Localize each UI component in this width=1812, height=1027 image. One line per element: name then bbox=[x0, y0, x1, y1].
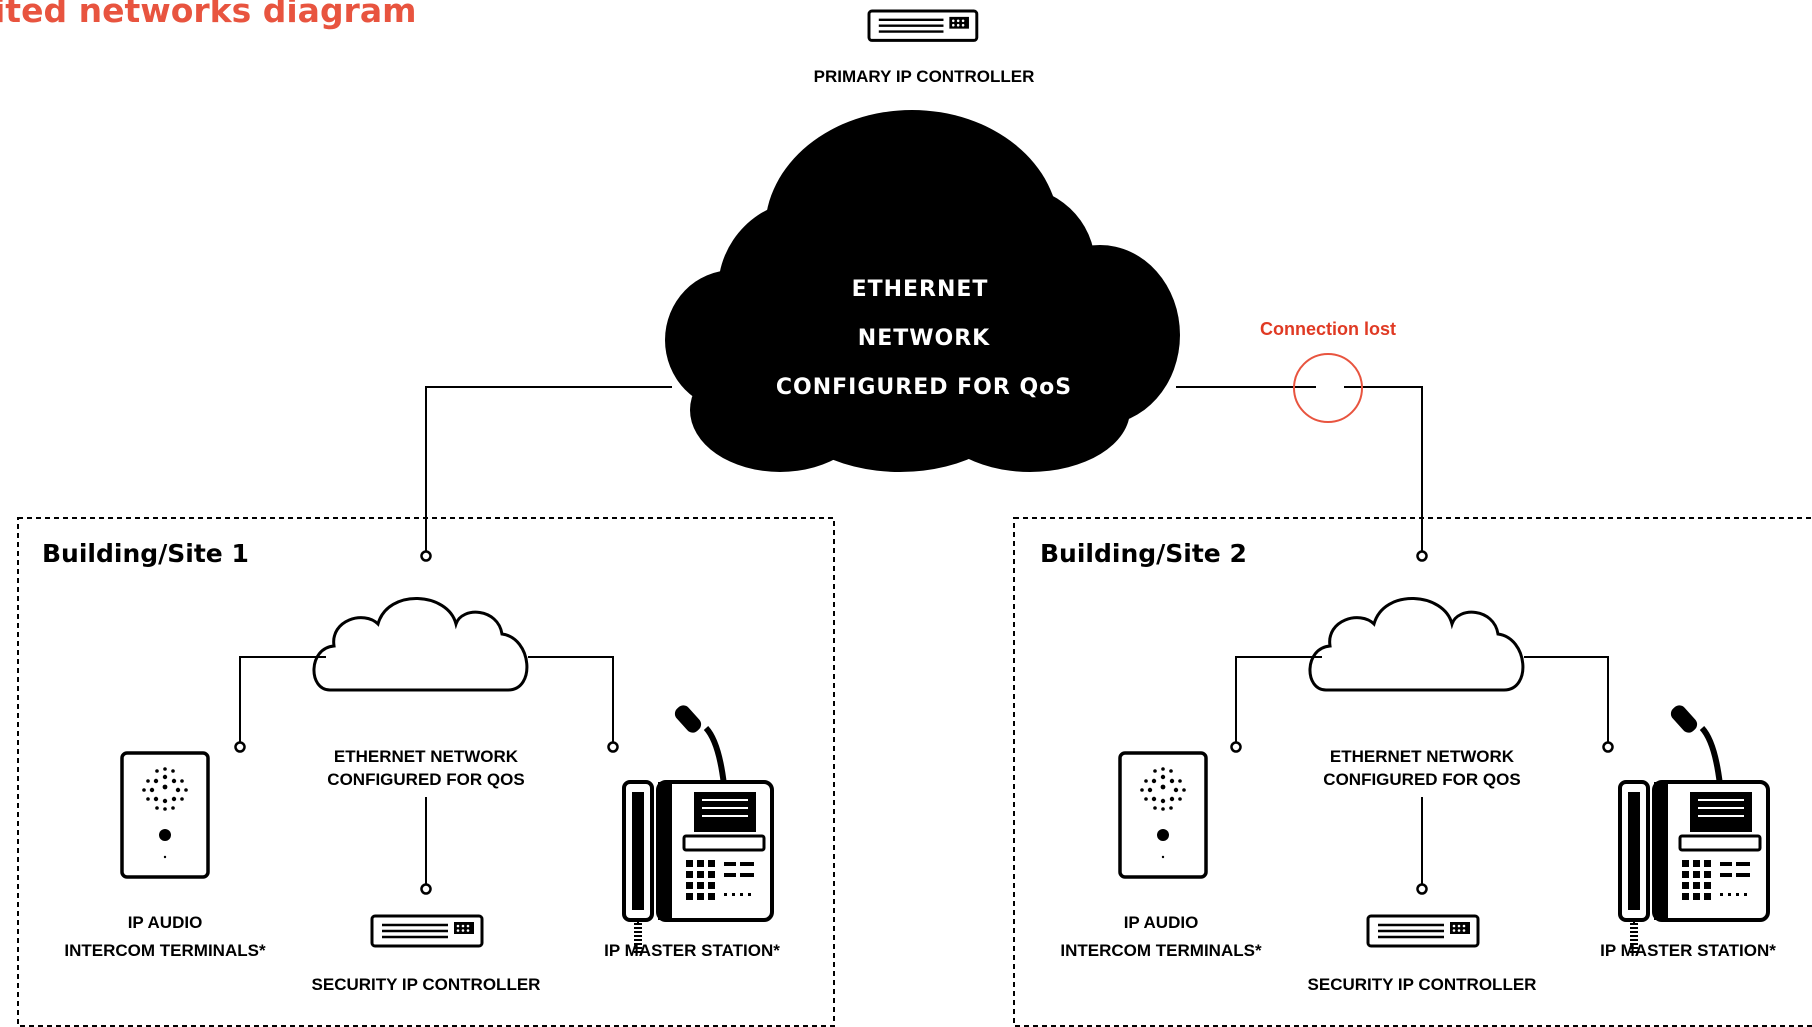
site2-terminal-node bbox=[1230, 741, 1242, 753]
connection-lost-label: Connection lost bbox=[1260, 319, 1396, 339]
site2-master-node bbox=[1602, 741, 1614, 753]
site2-title: Building/Site 2 bbox=[1040, 539, 1247, 568]
site1-intercom-terminal-icon bbox=[120, 751, 210, 879]
site1-security-node bbox=[420, 883, 432, 895]
site1-network-line1: ETHERNET NETWORK bbox=[334, 747, 519, 766]
site2-network-cloud bbox=[1308, 596, 1525, 692]
site2-uplink-node bbox=[1416, 550, 1428, 562]
site2-security-label: SECURITY IP CONTROLLER bbox=[1308, 975, 1537, 994]
site2-security-node bbox=[1416, 883, 1428, 895]
site1-network-cloud bbox=[312, 596, 529, 692]
primary-controller-label: PRIMARY IP CONTROLLER bbox=[814, 67, 1035, 86]
link-core-site2-b bbox=[1344, 386, 1423, 552]
site2-network-line1: ETHERNET NETWORK bbox=[1330, 747, 1515, 766]
site2-network-line2: CONFIGURED FOR QOS bbox=[1323, 770, 1520, 789]
site2-master-label: IP MASTER STATION* bbox=[1600, 941, 1776, 960]
site1-network-line2: CONFIGURED FOR QOS bbox=[327, 770, 524, 789]
site2-audio-line1: IP AUDIO bbox=[1124, 913, 1199, 932]
site1-security-controller-icon bbox=[370, 914, 484, 948]
core-network-line2: NETWORK bbox=[858, 326, 990, 351]
core-network-line3: CONFIGURED FOR QoS bbox=[776, 375, 1072, 400]
site1-audio-line2: INTERCOM TERMINALS* bbox=[64, 941, 266, 960]
site2-security-controller-icon bbox=[1366, 914, 1480, 948]
diagram-title: ited networks diagram bbox=[0, 0, 417, 30]
site1-boundary bbox=[17, 517, 835, 1027]
site1-audio-line1: IP AUDIO bbox=[128, 913, 203, 932]
site2-intercom-terminal-icon bbox=[1118, 751, 1208, 879]
site1-title: Building/Site 1 bbox=[42, 539, 249, 568]
site1-uplink-node bbox=[420, 550, 432, 562]
site2-boundary bbox=[1013, 517, 1812, 1027]
site1-master-node bbox=[607, 741, 619, 753]
site1-master-station-icon bbox=[624, 702, 772, 952]
link-core-site1 bbox=[425, 386, 672, 552]
connection-lost-marker bbox=[1293, 353, 1363, 423]
site2-audio-line2: INTERCOM TERMINALS* bbox=[1060, 941, 1262, 960]
core-network-line1: ETHERNET bbox=[852, 277, 989, 302]
primary-controller-icon bbox=[867, 9, 979, 42]
site1-master-label: IP MASTER STATION* bbox=[604, 941, 780, 960]
site1-terminal-node bbox=[234, 741, 246, 753]
core-network-cloud bbox=[665, 110, 1180, 472]
site2-master-station-icon bbox=[1620, 702, 1768, 952]
site1-security-label: SECURITY IP CONTROLLER bbox=[312, 975, 541, 994]
